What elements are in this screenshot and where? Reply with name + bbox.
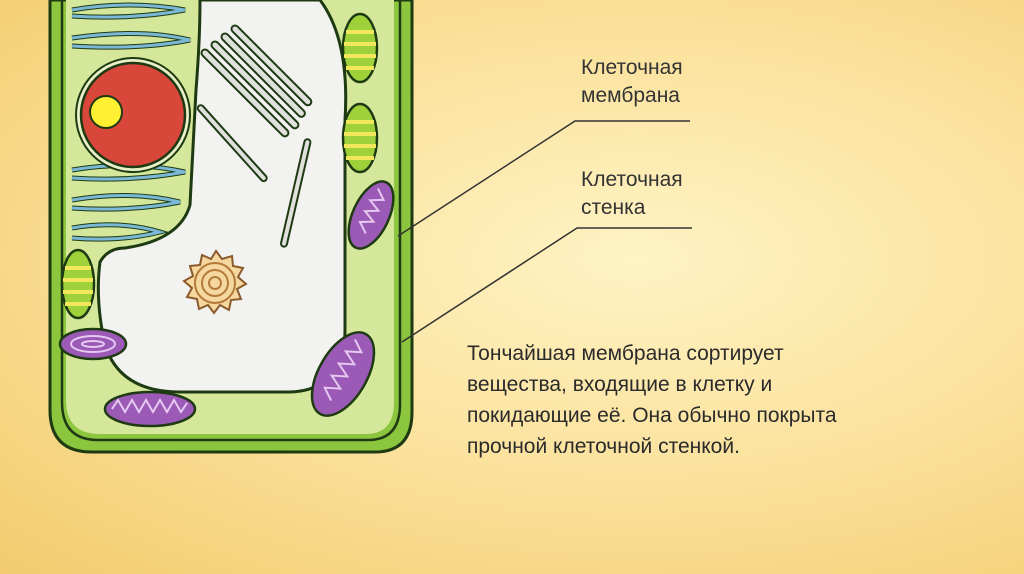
description-text: Тончайшая мембрана сортирует вещества, в… bbox=[467, 338, 937, 462]
nucleus bbox=[76, 58, 190, 172]
membrane-label: Клеточная мембрана bbox=[581, 54, 683, 110]
chloroplast-1 bbox=[343, 14, 377, 82]
description-line2: вещества, входящие в клетку и bbox=[467, 369, 937, 400]
membrane-label-line1: Клеточная bbox=[581, 54, 683, 82]
description-line4: прочной клеточной стенкой. bbox=[467, 431, 937, 462]
membrane-label-line2: мембрана bbox=[581, 82, 683, 110]
wall-label-line1: Клеточная bbox=[581, 166, 683, 194]
wall-leader-line bbox=[402, 228, 692, 342]
nucleolus bbox=[90, 96, 122, 128]
mitochondrion-4 bbox=[60, 329, 126, 359]
description-line3: покидающие её. Она обычно покрыта bbox=[467, 400, 937, 431]
description-line1: Тончайшая мембрана сортирует bbox=[467, 338, 937, 369]
leader-lines bbox=[398, 121, 692, 342]
mitochondrion-3 bbox=[105, 392, 195, 426]
chloroplast-2 bbox=[343, 104, 377, 172]
wall-label-line2: стенка bbox=[581, 194, 683, 222]
chloroplast-3 bbox=[62, 250, 94, 318]
wall-label: Клеточная стенка bbox=[581, 166, 683, 222]
